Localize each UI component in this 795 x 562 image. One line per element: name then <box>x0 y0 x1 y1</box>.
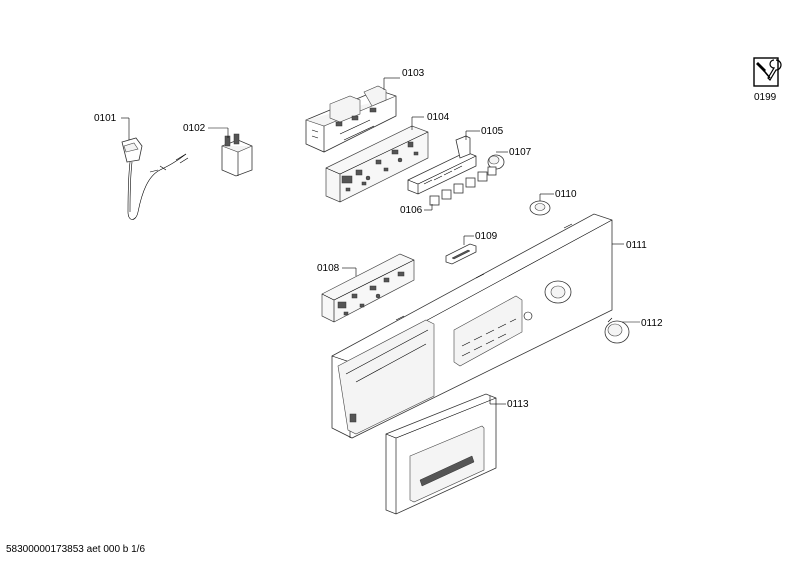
power-cord-part[interactable] <box>121 137 189 220</box>
light-guide-part[interactable] <box>407 135 477 195</box>
small-knob-part[interactable] <box>487 154 505 170</box>
secondary-pcb-part[interactable] <box>321 253 415 323</box>
label-0112: 0112 <box>641 318 663 329</box>
label-0105: 0105 <box>481 126 504 137</box>
label-0199: 0199 <box>754 92 777 103</box>
wrench-screwdriver-icon <box>753 57 782 87</box>
selector-ring-part[interactable] <box>529 200 551 216</box>
label-0107: 0107 <box>509 147 532 158</box>
push-buttons-part[interactable] <box>429 166 497 206</box>
control-pcb-part[interactable] <box>325 125 429 203</box>
label-0102: 0102 <box>183 123 206 134</box>
filter-part[interactable] <box>221 133 253 177</box>
label-0108: 0108 <box>317 263 340 274</box>
label-0101: 0101 <box>94 113 117 124</box>
control-panel-fascia-part[interactable] <box>331 213 613 439</box>
module-housing-part[interactable] <box>305 85 397 153</box>
label-0109: 0109 <box>475 231 498 242</box>
label-0103: 0103 <box>402 68 425 79</box>
label-0104: 0104 <box>427 112 450 123</box>
dispenser-handle-part[interactable] <box>385 393 497 515</box>
display-element-part[interactable] <box>445 243 477 265</box>
document-id-footer: 58300000173853 aet 000 b 1/6 <box>6 544 146 555</box>
label-0113: 0113 <box>507 399 529 410</box>
control-knob-part[interactable] <box>604 317 630 344</box>
label-0110: 0110 <box>555 189 577 200</box>
label-0106: 0106 <box>400 205 423 216</box>
label-0111: 0111 <box>626 240 647 251</box>
